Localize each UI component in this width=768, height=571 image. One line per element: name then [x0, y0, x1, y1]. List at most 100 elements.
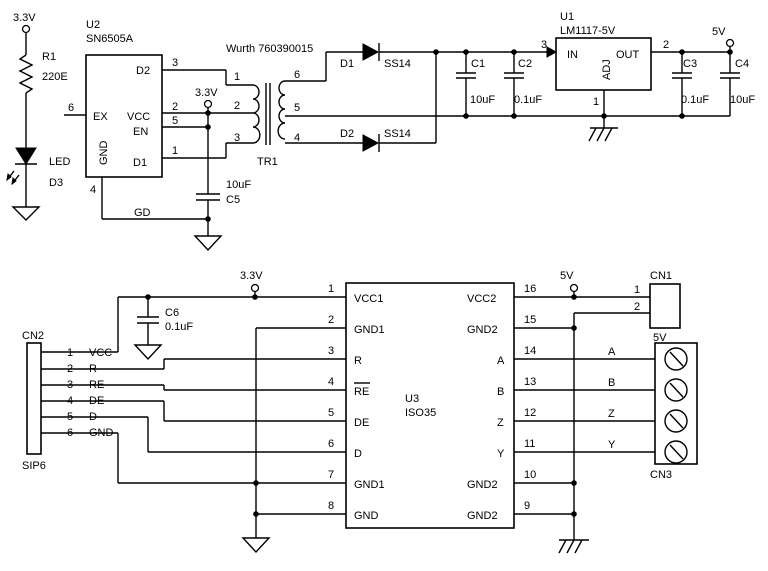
- u2-ref: U2: [86, 19, 100, 31]
- u3-pin-num: 11: [524, 438, 535, 450]
- iso-5v-label: 5V: [560, 270, 574, 282]
- cn3-ref: CN3: [650, 469, 672, 481]
- cn2-pin-label: GND: [89, 427, 114, 439]
- u3-pin-num: 5: [328, 407, 334, 419]
- u3-pin-num: 12: [524, 407, 536, 419]
- led-ref: D3: [49, 177, 63, 189]
- r1-resistor: [18, 54, 34, 94]
- ground-symbol: [11, 206, 41, 221]
- u3-pin-num: 16: [524, 283, 536, 295]
- d2-diode: [362, 134, 380, 152]
- tr1-pin-3: 3: [234, 132, 240, 144]
- u2-driver: U2 SN6505A D2 EX VCC EN D1 GND 3 6 2 5 1…: [64, 19, 253, 252]
- cn2-pin-label: R: [89, 363, 97, 375]
- output-capacitors: C3 0.1uF 5V C4 10uF: [672, 26, 755, 119]
- u3-pin-name: Z: [497, 417, 504, 429]
- d2-ref: D2: [340, 128, 354, 140]
- cn3-line-label: A: [608, 346, 616, 358]
- cn2-pin-num: 5: [67, 411, 73, 423]
- tr1-ref: TR1: [257, 156, 278, 168]
- c5-ref: C5: [226, 194, 240, 206]
- u3-pin-name: GND1: [354, 479, 385, 491]
- supply-terminal: [21, 24, 31, 34]
- supply-terminal: [569, 283, 579, 293]
- u2-supply-label: 3.3V: [195, 87, 218, 99]
- input-capacitors: C1 10uF C2 0.1uF: [456, 49, 730, 119]
- u2-pin-ex: EX: [93, 111, 108, 123]
- u2-pin-d1: D1: [133, 157, 147, 169]
- cn2-pin-label: VCC: [89, 347, 112, 359]
- cn2-pin-num: 6: [67, 427, 73, 439]
- cn3-line-label: B: [608, 377, 615, 389]
- c6-value: 0.1uF: [165, 321, 193, 333]
- u1-ref: U1: [560, 11, 574, 23]
- u2-body: [85, 54, 163, 178]
- transformer-tr1: Wurth 760390015 TR1 1 2 3 6 5 4: [226, 43, 466, 168]
- cn1-connector: [649, 283, 681, 329]
- cn1-pin-num: 1: [634, 284, 640, 296]
- tr1-pin-1: 1: [234, 71, 240, 83]
- d1-part: SS14: [384, 58, 411, 70]
- cn2-pin-label: D: [89, 411, 97, 423]
- u2-pin-num-6: 6: [68, 102, 74, 114]
- u3-pin-name: VCC1: [354, 293, 383, 305]
- u2-pin-vcc: VCC: [127, 111, 150, 123]
- gd-label: GD: [134, 207, 151, 219]
- u3-pin-num: 7: [328, 469, 334, 481]
- u2-pin-gnd: GND: [98, 141, 110, 166]
- led-label: LED: [49, 156, 70, 168]
- cn2-ref: CN2: [22, 330, 44, 342]
- u3-pin-name: GND1: [354, 324, 385, 336]
- u2-pin-d2: D2: [136, 65, 150, 77]
- u3-pin-name: GND2: [467, 479, 498, 491]
- cn2-type: SIP6: [22, 460, 46, 472]
- u3-body: [345, 282, 515, 529]
- u3-pin-num: 14: [524, 345, 536, 357]
- tr1-pin-4: 4: [294, 132, 300, 144]
- c1-ref: C1: [471, 58, 485, 70]
- u3-pin-name: B: [497, 386, 504, 398]
- led-indicator-circuit: 3.3V R1 220E LED D3: [6, 12, 70, 221]
- c3-ref: C3: [683, 58, 697, 70]
- cn2-pin-num: 4: [67, 395, 73, 407]
- cn3-line-label: Y: [608, 439, 616, 451]
- u3-pin-name: RE: [354, 386, 369, 398]
- u1-adj: ADJ: [601, 59, 613, 80]
- u2-pin-num-1: 1: [172, 145, 178, 157]
- u1-regulator: U1 LM1117-5V IN OUT ADJ 3 2 1: [541, 11, 730, 142]
- u3-pin-num: 2: [328, 314, 334, 326]
- screw-terminal: [664, 440, 688, 464]
- u2-pin-num-3: 3: [172, 57, 178, 69]
- led-symbol: [15, 147, 37, 165]
- cn2-pin-num: 2: [67, 363, 73, 375]
- u1-in: IN: [567, 49, 578, 61]
- iso-supply-label: 3.3V: [240, 270, 263, 282]
- cn2-pin-num: 3: [67, 379, 73, 391]
- rectifier-diodes: D1 SS14 D2 SS14: [325, 43, 556, 152]
- supply-terminal: [250, 283, 260, 293]
- u1-out: OUT: [616, 49, 640, 61]
- u3-pin-num: 9: [524, 500, 530, 512]
- ground-symbol: [133, 344, 163, 361]
- u1-pin-3: 3: [541, 39, 547, 51]
- u2-pin-en: EN: [133, 126, 148, 138]
- r1-ref: R1: [42, 51, 56, 63]
- supply-terminal: [203, 99, 213, 109]
- u3-pin-num: 6: [328, 438, 334, 450]
- supply-terminal: [725, 38, 735, 48]
- screw-terminal: [664, 347, 688, 371]
- tr1-pin-2: 2: [234, 100, 240, 112]
- u3-pin-num: 1: [328, 283, 334, 295]
- screw-terminal: [664, 409, 688, 433]
- c1-value: 10uF: [470, 94, 495, 106]
- u3-pin-name: VCC2: [467, 293, 496, 305]
- supply-label: 3.3V: [13, 12, 36, 24]
- u3-ref: U3: [405, 393, 419, 405]
- right-interface: 5V CN1 1 2 5V CN3: [558, 270, 698, 554]
- tr1-part: Wurth 760390015: [226, 43, 313, 55]
- u3-pin-name: D: [354, 448, 362, 460]
- u3-pin-name: GND2: [467, 324, 498, 336]
- c6-ref: C6: [165, 307, 179, 319]
- u3-pin-name: Y: [497, 448, 505, 460]
